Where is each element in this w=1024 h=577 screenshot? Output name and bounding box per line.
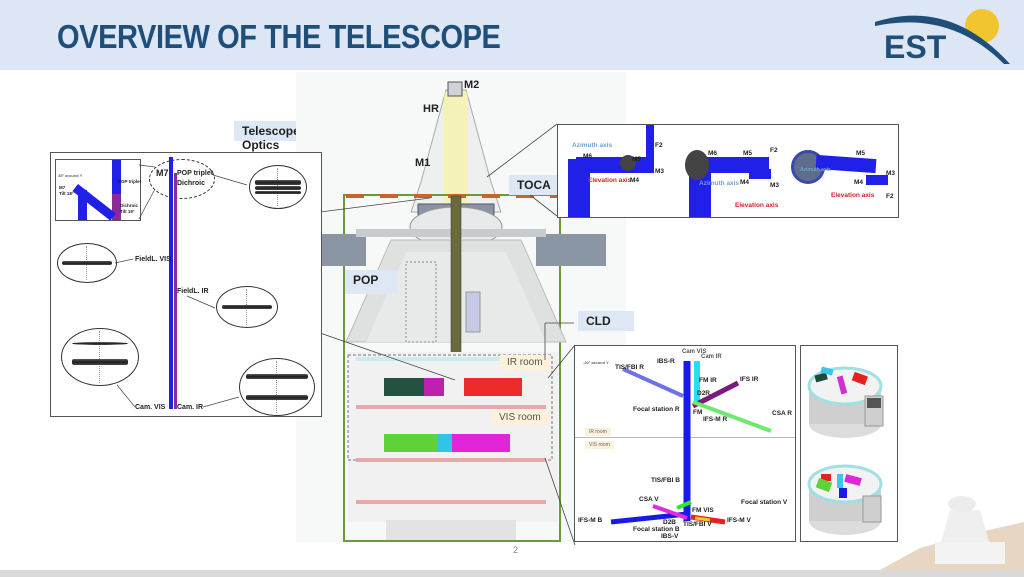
inset-dichroic-tilt-label: Tilt 19° xyxy=(120,209,135,214)
cld-optics-panel: -20° around Y IR room VIS room Cam VIS C… xyxy=(574,345,796,542)
m5-mirror xyxy=(620,155,636,171)
ir-instrument-magenta xyxy=(424,378,444,396)
inset-beam-vertical xyxy=(112,160,121,220)
logo-arc-icon xyxy=(875,15,1010,65)
vis-beam xyxy=(169,157,173,409)
lens-pointer-lines xyxy=(114,164,248,408)
m2-label: M2 xyxy=(464,79,480,91)
vis-instrument-green xyxy=(384,434,438,452)
ir-instrument-red xyxy=(464,378,522,396)
m7-label: M7 xyxy=(156,168,169,178)
floor-4 xyxy=(356,500,546,504)
vis-instrument-cyan xyxy=(438,434,452,452)
tis-fbi-v-beam xyxy=(694,516,711,522)
toca-callout: TOCA xyxy=(509,175,565,195)
floor-2 xyxy=(356,405,546,409)
toca-view-1: Azimuth axis Elevation axis M6 M5 M4 M3 … xyxy=(558,125,668,217)
bottom-bar xyxy=(0,570,1024,577)
ir-room-label: IR room xyxy=(500,355,550,370)
platform-right xyxy=(536,234,606,266)
tis-fbi-b-beam xyxy=(676,500,692,510)
inset-axis-label: 45° around Y xyxy=(58,173,83,178)
vis-instrument-magenta xyxy=(452,434,510,452)
building-base xyxy=(386,520,516,540)
slide-title: OVERVIEW OF THE TELESCOPE xyxy=(57,18,501,55)
cam-ir-label: Cam. IR xyxy=(177,404,204,411)
pop-inset: 45° around Y POP triplet M7 Tilt 18° Dic… xyxy=(55,159,141,221)
pop-callout: POP xyxy=(345,270,397,294)
platform-left xyxy=(318,234,366,266)
cam-vis-label: Cam. VIS xyxy=(135,404,166,411)
floor-3 xyxy=(356,458,546,462)
cld-axis-label: -20° around Y xyxy=(583,360,609,365)
tis-fbi-r-beam xyxy=(622,367,684,398)
inset-pop-triplet-label: POP triplet xyxy=(118,179,142,184)
field-lens-vis-label: FieldL. VIS xyxy=(135,256,171,263)
light-beam xyxy=(444,92,468,212)
pop-triplet-highlight xyxy=(149,159,215,199)
observatory-watermark xyxy=(880,496,1024,570)
inset-dichroic-label: Dichroic xyxy=(120,203,139,208)
inset-m7-label: M7 xyxy=(59,185,66,190)
m1-label: M1 xyxy=(415,157,431,169)
inset-beam-purple xyxy=(112,194,121,220)
m6-mirror xyxy=(685,150,709,180)
field-lens-ir xyxy=(216,286,278,328)
toca-optics-panel: Azimuth axis Elevation axis M6 M5 M4 M3 … xyxy=(557,124,899,218)
field-lens-ir-label: FieldL. IR xyxy=(177,288,209,295)
instrument-rooms-3d-panel xyxy=(800,345,898,542)
door-panel xyxy=(465,291,481,333)
cld-vis-room: VIS room xyxy=(585,441,614,449)
page-number: 2 xyxy=(513,545,519,555)
est-logo: EST xyxy=(870,4,1020,66)
ifs-ir-beam xyxy=(691,380,740,409)
csa-r-beam xyxy=(692,400,772,433)
csa-v-beam xyxy=(652,504,688,520)
cld-ir-room: IR room xyxy=(585,428,611,436)
hr-label: HR xyxy=(423,103,439,115)
cld-beam-diagram xyxy=(610,361,772,525)
ir-beam xyxy=(174,173,177,409)
inset-beam-left xyxy=(78,190,87,220)
camera-lens-vis xyxy=(61,328,139,386)
dichroic-label: Dichroic xyxy=(177,180,206,187)
pop-optics-panel: 45° around Y POP triplet M7 Tilt 18° Dic… xyxy=(50,152,322,417)
inset-m7-tilt-label: Tilt 18° xyxy=(59,191,74,196)
ir-instrument-dark xyxy=(384,378,424,396)
cld-callout: CLD xyxy=(578,311,634,331)
floor-1 xyxy=(356,357,546,361)
pop-triplet-label: POP triplet xyxy=(177,170,214,177)
vis-room-label: VIS room xyxy=(492,410,548,425)
staircase xyxy=(405,261,437,343)
pop-triplet-lens xyxy=(249,165,307,209)
slide-header xyxy=(0,0,1024,70)
camera-lens-ir xyxy=(239,358,315,416)
logo-text: EST xyxy=(884,29,947,65)
toca-view-3: M5 M4 M3 F2 Elevation axis Azimuth axis xyxy=(786,125,896,217)
m2-mirror xyxy=(447,81,463,97)
toca-view-2: Azimuth axis Elevation axis M6 M5 M4 M3 … xyxy=(673,125,783,217)
